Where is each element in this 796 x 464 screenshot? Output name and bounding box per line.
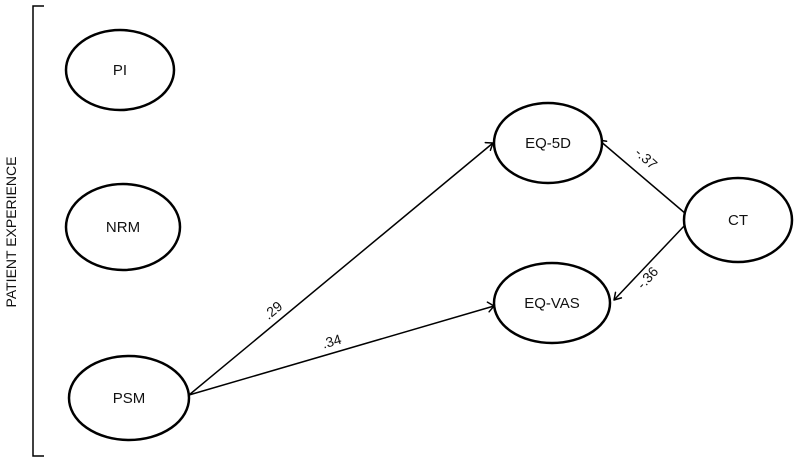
node-eq5d: EQ-5D	[492, 101, 604, 185]
node-ct-label: CT	[728, 212, 748, 229]
edge-psm-eq5d	[188, 141, 494, 396]
node-eqvas: EQ-VAS	[492, 261, 612, 345]
coefficient-ct-eq5d: -.37	[632, 144, 661, 172]
node-eq5d-label: EQ-5D	[525, 135, 571, 152]
node-pi: PI	[64, 28, 176, 112]
coefficient-psm-eqvas: .34	[320, 331, 343, 352]
coefficient-ct-eqvas: -.36	[633, 263, 661, 292]
node-psm-label: PSM	[113, 390, 146, 407]
node-pi-label: PI	[113, 62, 127, 79]
node-ct: CT	[682, 176, 794, 264]
node-psm: PSM	[67, 354, 191, 442]
patient-experience-bracket	[32, 5, 44, 457]
node-eqvas-label: EQ-VAS	[524, 295, 580, 312]
edge-ct-eqvas	[613, 223, 687, 301]
node-nrm-label: NRM	[106, 219, 140, 236]
edge-psm-eqvas	[188, 301, 495, 396]
patient-experience-label: PATIENT EXPERIENCE	[3, 157, 19, 308]
node-nrm: NRM	[64, 182, 182, 272]
